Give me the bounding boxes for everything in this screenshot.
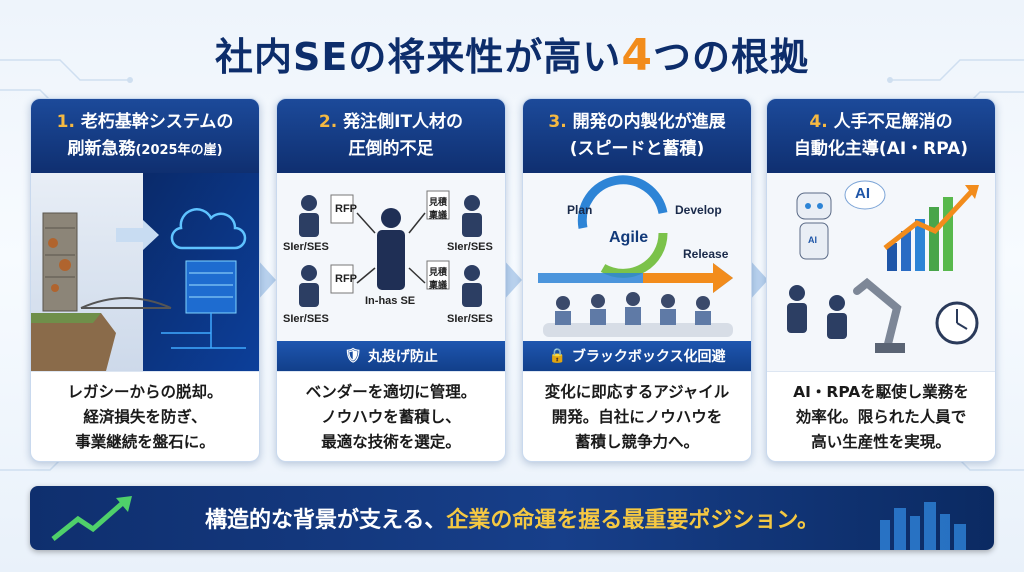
card-heading-line1: 老朽基幹システムの — [80, 111, 234, 132]
next-arrow-1 — [256, 258, 276, 302]
card-description: ベンダーを適切に管理。ノウハウを蓄積し、最適な技術を選定。 — [277, 371, 505, 461]
desc-line: ノウハウを蓄積し、 — [321, 407, 461, 426]
desc-line: 変化に即応するアジャイル — [544, 382, 730, 401]
card-heading-line1: 人手不足解消の — [833, 112, 953, 132]
next-arrow-2 — [502, 258, 522, 302]
card-header: 1. 老朽基幹システムの 刷新急務(2025年の崖) — [31, 99, 259, 173]
release-label: Release — [683, 247, 729, 261]
ribbon-label: 丸投げ防止 — [367, 349, 438, 365]
sier-label: SIer/SES — [447, 241, 493, 253]
card-header: 4. 人手不足解消の 自動化主導(AI・RPA) — [767, 99, 995, 173]
desc-line: 事業継続を盤石に。 — [75, 432, 215, 451]
card-number: 4. — [809, 112, 828, 132]
estimate-doc-label: 見積 稟議 — [429, 197, 448, 220]
desc-line: 最適な技術を選定。 — [321, 432, 461, 451]
next-arrow-3 — [748, 258, 768, 302]
desc-line: 蓄積し競争力へ。 — [574, 432, 699, 451]
estimate-doc-label: 見積 稟議 — [429, 267, 448, 290]
develop-label: Develop — [675, 203, 722, 217]
card-heading-line2: (スピードと蓄積) — [569, 139, 705, 159]
rfp-doc-label: RFP — [335, 273, 357, 285]
agile-cycle-illustration: Plan Develop Agile Release 🔒 ブラックボックス化回避 — [523, 173, 751, 371]
card-header: 3. 開発の内製化が進展 (スピードと蓄積) — [523, 99, 751, 173]
sier-label: SIer/SES — [447, 313, 493, 325]
card-legacy-systems: 1. 老朽基幹システムの 刷新急務(2025年の崖) — [30, 98, 260, 462]
growth-arrow-icon — [51, 496, 132, 541]
sier-label: SIer/SES — [283, 313, 329, 325]
lock-icon: 🔒 — [548, 348, 566, 364]
rfp-doc-label: RFP — [335, 203, 357, 215]
card-it-talent-shortage: 2. 発注側IT人材の 圧倒的不足 RFP RFP 見積 稟議 見積 稟議 SI… — [276, 98, 506, 462]
card-heading-line2: 自動化主導(AI・RPA) — [793, 139, 969, 159]
card-heading-line1: 開発の内製化が進展 — [572, 112, 726, 132]
shield-icon: 🛡 — [344, 348, 362, 364]
card-header: 2. 発注側IT人材の 圧倒的不足 — [277, 99, 505, 173]
title-main: 社内SEの将来性が高い — [215, 35, 622, 79]
desc-line: 効率化。限られた人員で — [795, 407, 967, 426]
conclusion-banner: 構造的な背景が支える、企業の命運を握る最重要ポジション。 — [30, 486, 994, 550]
card-inhouse-development: 3. 開発の内製化が進展 (スピードと蓄積) Plan Develop Agil… — [522, 98, 752, 462]
card-number: 3. — [548, 112, 567, 132]
card-description: AI・RPAを駆使し業務を効率化。限られた人員で高い生産性を実現。 — [767, 371, 995, 461]
card-heading-note: (2025年の崖) — [135, 142, 223, 158]
desc-line: 開発。自社にノウハウを — [551, 407, 723, 426]
desc-line: 経済損失を防ぎ、 — [83, 407, 207, 426]
desc-line: ベンダーを適切に管理。 — [305, 382, 477, 401]
desc-line: レガシーからの脱却。 — [67, 382, 223, 401]
desc-line: AI・RPAを駆使し業務を — [793, 382, 969, 401]
title-suffix: つの根拠 — [652, 35, 809, 79]
desc-line: 高い生産性を実現。 — [811, 432, 951, 451]
vendor-management-illustration: RFP RFP 見積 稟議 見積 稟議 SIer/SES SIer/SES SI… — [277, 173, 505, 371]
inhouse-se-label: In-has SE — [365, 295, 416, 307]
ai-bubble-label: AI — [855, 185, 870, 202]
banner-text-highlight: 企業の命運を握る最重要ポジション。 — [446, 508, 820, 533]
ribbon: 🔒 ブラックボックス化回避 — [523, 341, 751, 371]
card-heading-line2: 刷新急務 — [67, 138, 136, 159]
agile-label: Agile — [609, 229, 649, 246]
sier-label: SIer/SES — [283, 241, 329, 253]
city-skyline-icon — [880, 502, 966, 550]
ribbon: 🛡 丸投げ防止 — [277, 341, 505, 371]
robot-chest-label: AI — [808, 235, 817, 245]
card-heading-line2: 圧倒的不足 — [348, 139, 434, 159]
ai-robot-illustration: AI AI — [767, 173, 995, 371]
title-number: 4 — [621, 30, 653, 81]
legacy-to-cloud-illustration — [31, 173, 259, 371]
card-number: 1. — [56, 111, 75, 132]
banner-text-main: 構造的な背景が支える、 — [204, 508, 447, 533]
plan-label: Plan — [567, 203, 593, 217]
card-automation: 4. 人手不足解消の 自動化主導(AI・RPA) AI AI — [766, 98, 996, 462]
card-description: レガシーからの脱却。経済損失を防ぎ、事業継続を盤石に。 — [31, 371, 259, 461]
card-heading-line1: 発注側IT人材の — [343, 112, 464, 132]
card-description: 変化に即応するアジャイル開発。自社にノウハウを蓄積し競争力へ。 — [523, 371, 751, 461]
ribbon-label: ブラックボックス化回避 — [571, 349, 726, 365]
page-title: 社内SEの将来性が高い4つの根拠 — [0, 26, 1024, 81]
card-number: 2. — [318, 112, 338, 132]
